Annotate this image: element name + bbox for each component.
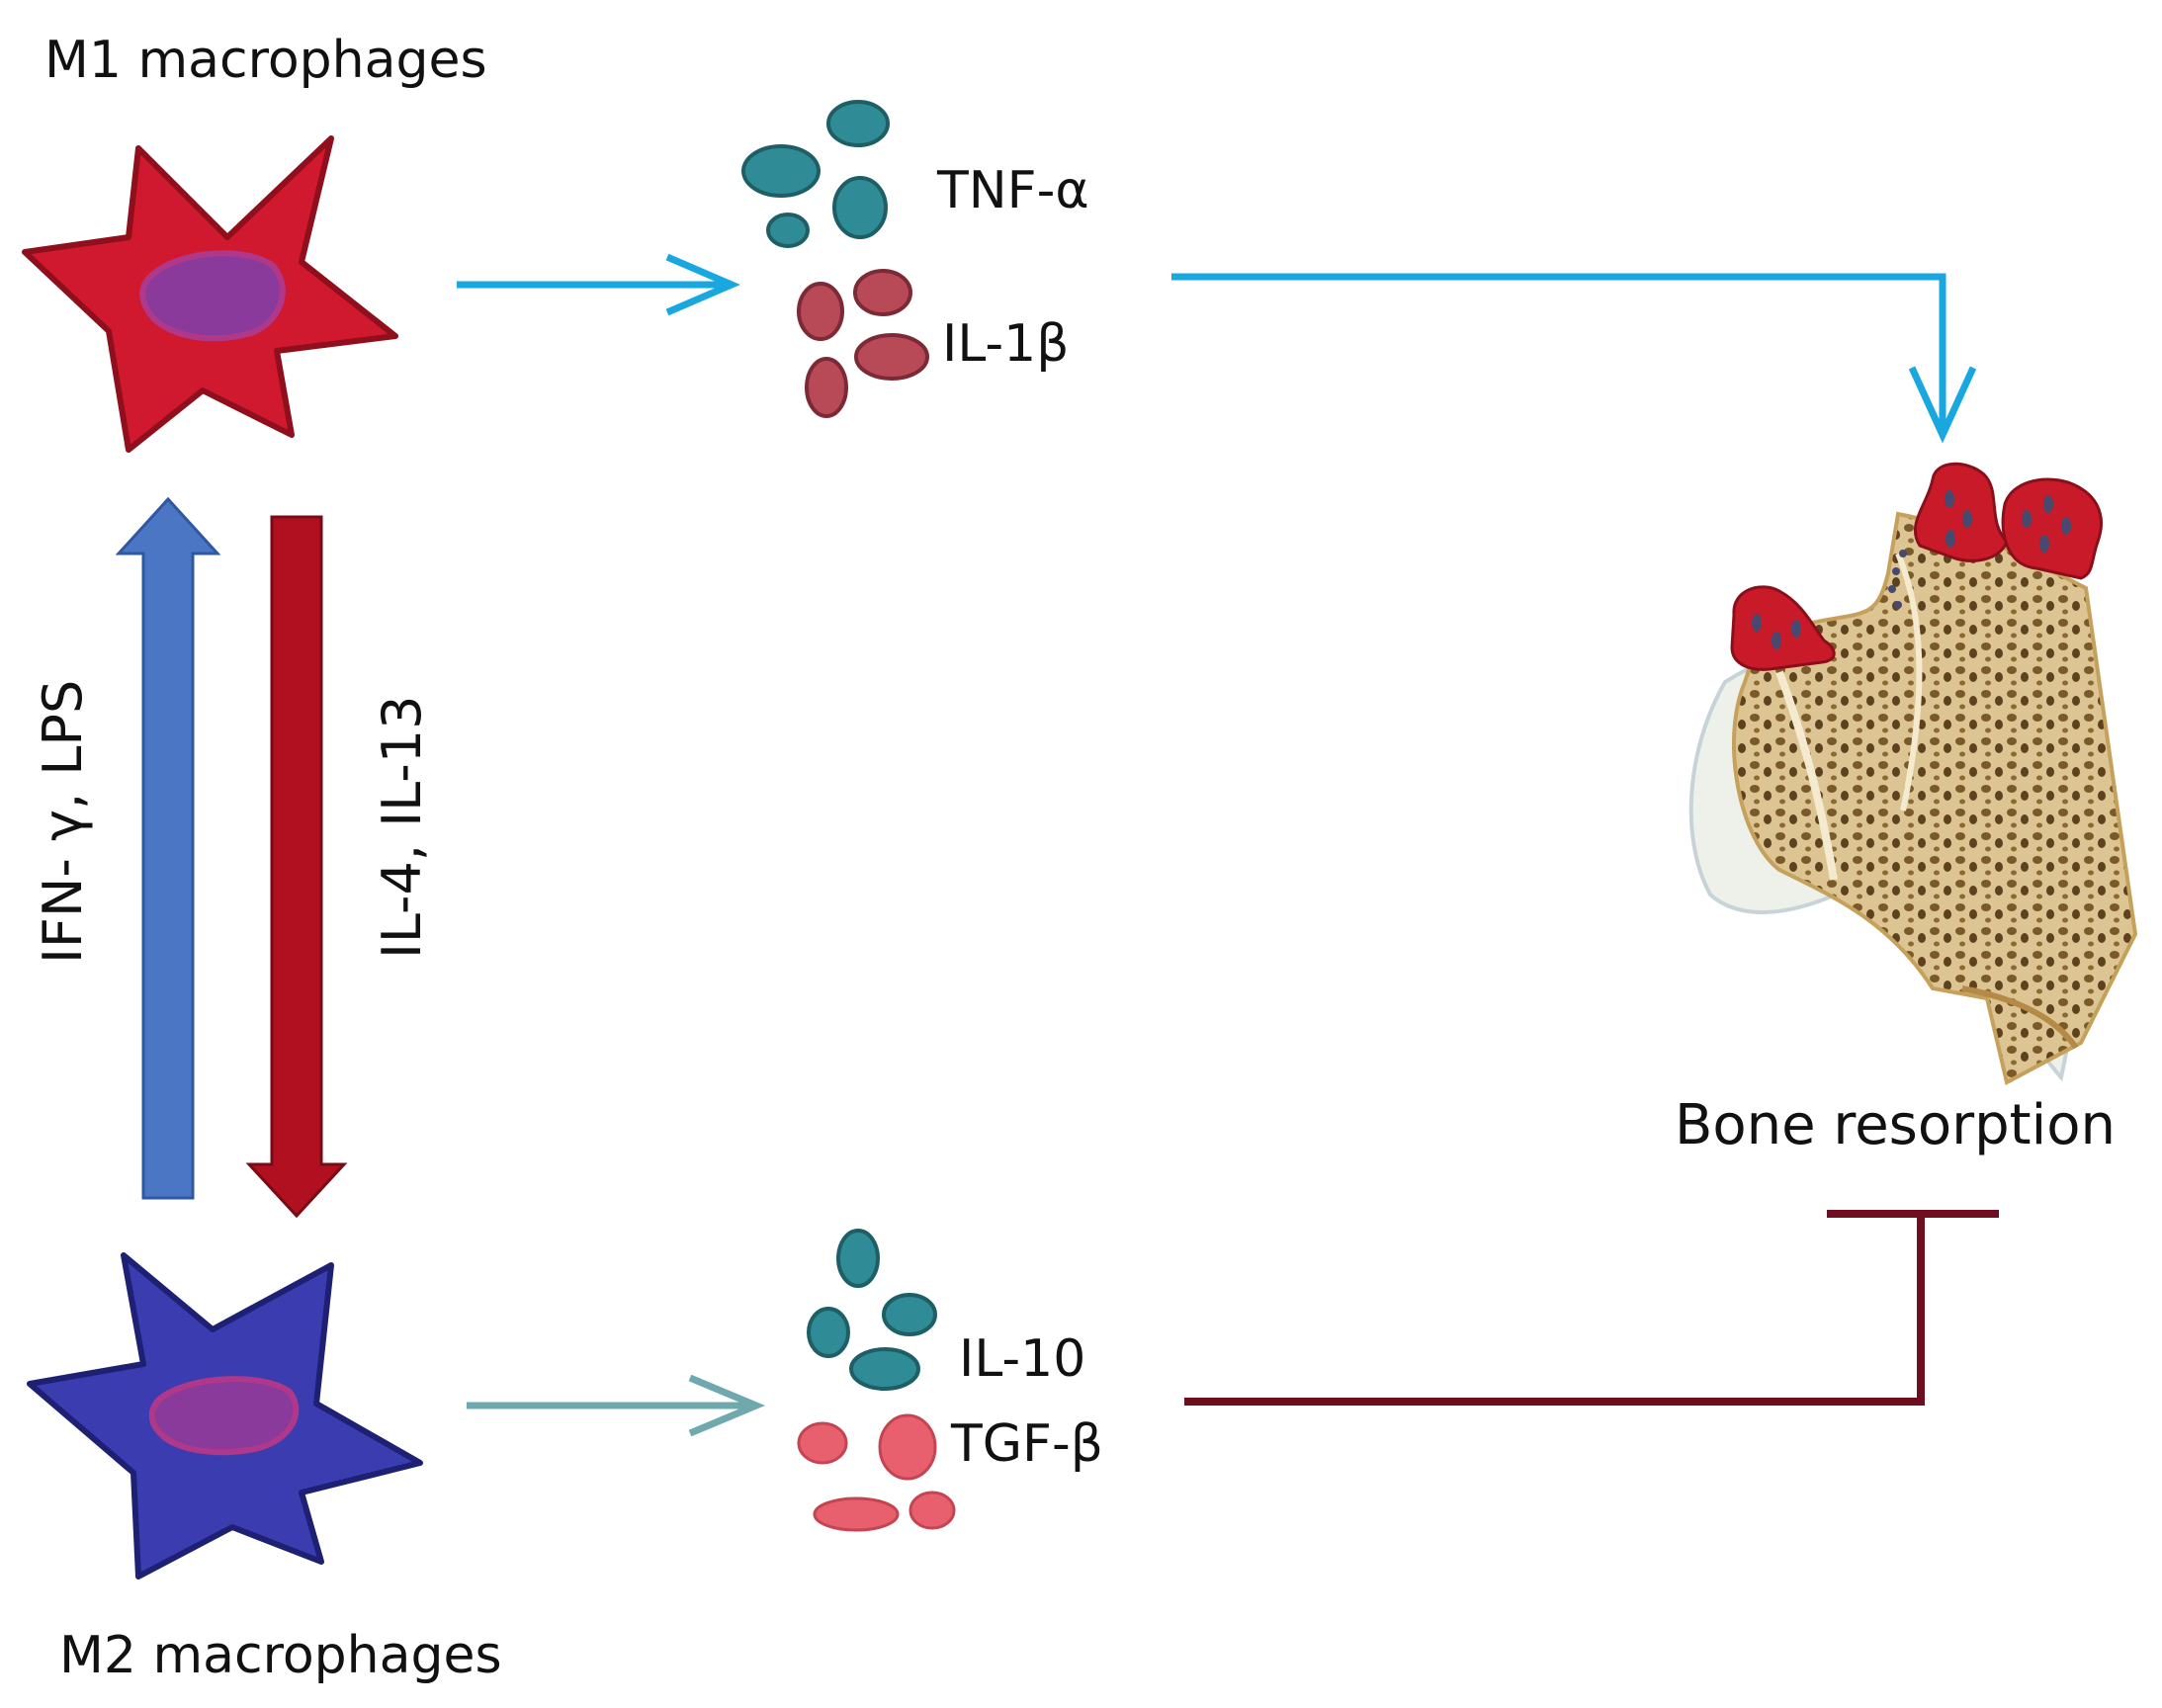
tnf-particle	[741, 144, 821, 198]
il10-particle	[836, 1229, 880, 1288]
tgfb-label: TGF-β	[950, 1414, 1103, 1474]
tnf-particle	[766, 213, 810, 248]
il1b-particle	[797, 282, 844, 341]
tgfb-particle	[797, 1421, 848, 1465]
m2-macrophage-icon	[27, 1252, 423, 1580]
il1b-particle	[853, 269, 912, 316]
m2-secretion-arrow	[467, 1374, 766, 1437]
m2-label: M2 macrophages	[59, 1626, 502, 1685]
osteoclast-icon	[1913, 462, 2009, 562]
tnf-particle	[832, 176, 888, 239]
bone-resorption-label: Bone resorption	[1675, 1093, 2116, 1157]
il10-particle	[849, 1347, 920, 1391]
m1-secretion-arrow	[457, 253, 740, 316]
osteoclast-icon	[1730, 585, 1836, 671]
m2-to-m1-arrow	[115, 496, 221, 1200]
tgfb-particle	[813, 1496, 900, 1532]
m1-to-m2-stimuli-label: IL-4, IL-13	[371, 696, 433, 960]
il1b-particle	[805, 357, 848, 418]
m2-cytokine-cluster	[797, 1229, 956, 1532]
il10-particle	[807, 1307, 850, 1358]
stimulation-arrow	[1171, 273, 1977, 444]
tgfb-particle	[878, 1413, 937, 1481]
il10-particle	[882, 1293, 937, 1336]
bone-icon	[1688, 462, 2138, 1085]
tgfb-particle	[908, 1491, 956, 1530]
m2-to-m1-stimuli-label: IFN- γ, LPS	[32, 680, 94, 964]
inhibition-connector	[1184, 1210, 1999, 1406]
m1-label: M1 macrophages	[44, 31, 487, 90]
m1-macrophage-icon	[22, 135, 398, 453]
m1-cytokine-cluster	[741, 100, 929, 418]
il1b-label: IL-1β	[942, 314, 1069, 374]
il10-label: IL-10	[959, 1329, 1085, 1389]
il1b-particle	[854, 333, 929, 381]
tnf-label: TNF-α	[936, 161, 1089, 220]
osteoclast-icon	[2001, 477, 2103, 580]
m1-to-m2-arrow	[245, 515, 348, 1219]
tnf-particle	[826, 100, 890, 147]
